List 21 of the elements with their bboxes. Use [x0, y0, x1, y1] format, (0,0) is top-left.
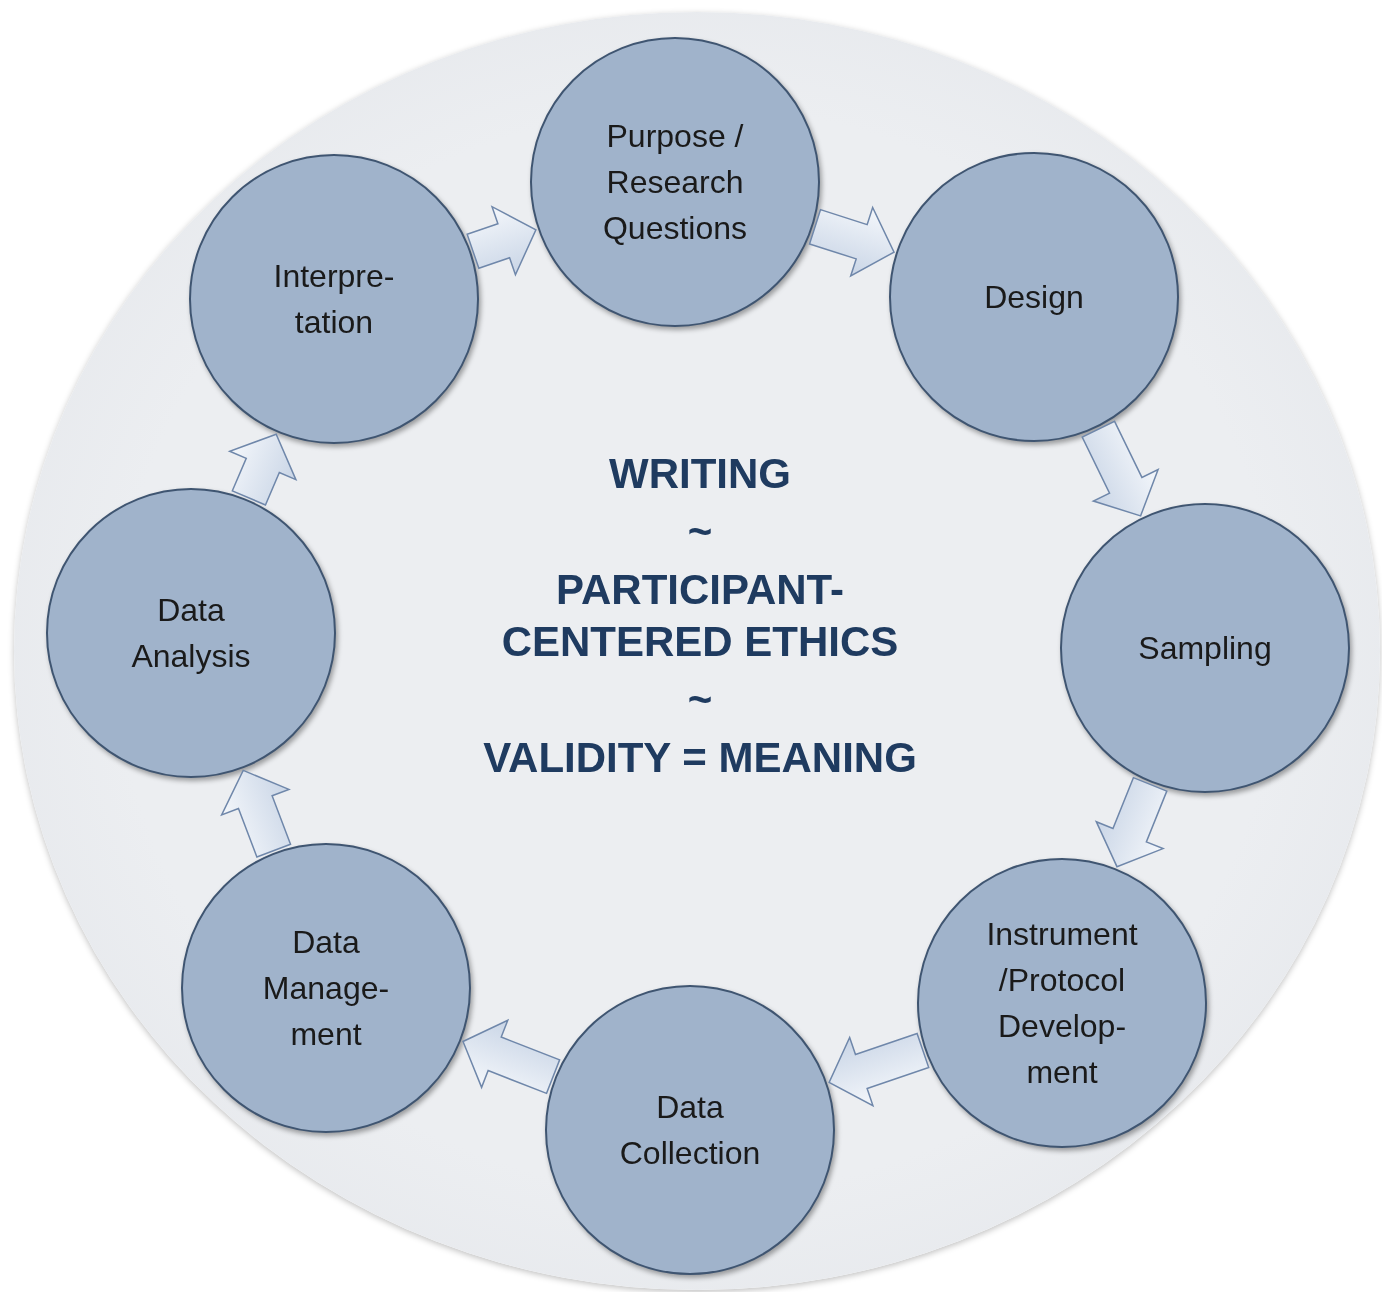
block-arrow — [808, 205, 896, 278]
block-arrow — [220, 769, 292, 858]
stage-label: Design — [983, 278, 1085, 317]
center-heading: VALIDITY = MEANING — [483, 733, 917, 783]
center-heading: PARTICIPANT-CENTERED ETHICS — [500, 565, 900, 667]
stage-label: Sampling — [1137, 629, 1273, 668]
center-heading: ~ — [687, 507, 713, 557]
block-arrow — [828, 1032, 930, 1108]
block-arrow — [466, 205, 537, 277]
center-heading: WRITING — [609, 449, 791, 499]
block-arrow — [462, 1018, 561, 1095]
stage-label: Interpre-tation — [272, 257, 396, 342]
block-arrow — [1081, 420, 1160, 517]
block-arrow — [227, 433, 298, 506]
stage-label: Instrument /Protocol Develop-ment — [985, 915, 1139, 1092]
block-arrow — [1094, 776, 1168, 868]
stage-label: Data Collection — [618, 1088, 762, 1173]
stage-label: Purpose / Research Questions — [601, 117, 749, 248]
stage-label: Data Manage-ment — [261, 923, 391, 1054]
center-heading: ~ — [687, 675, 713, 725]
stage-label: Data Analysis — [130, 591, 252, 676]
